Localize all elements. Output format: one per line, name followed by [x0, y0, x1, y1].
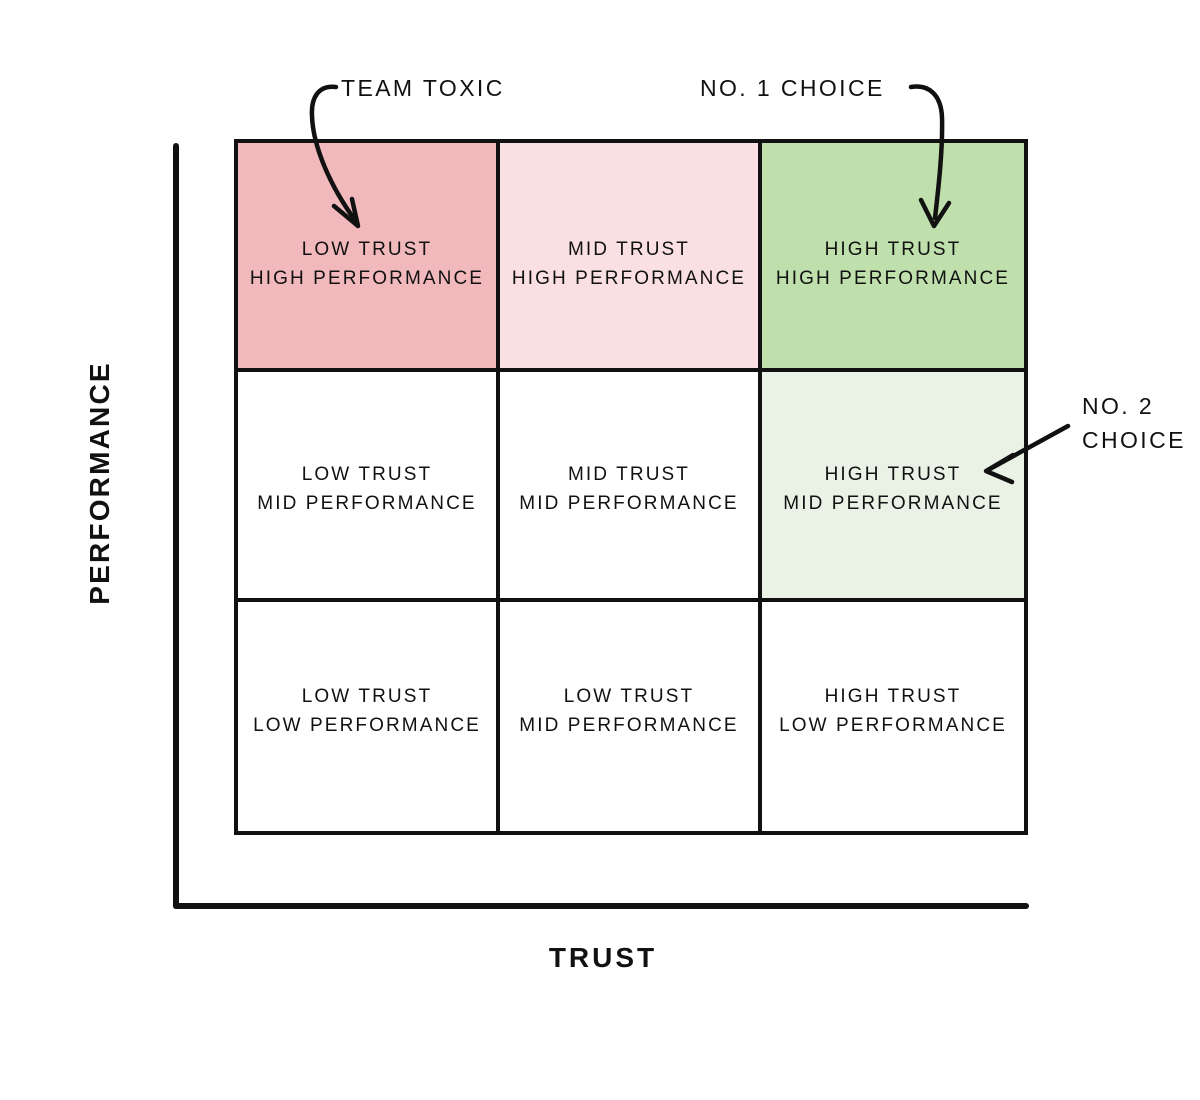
callout-no-2-choice-line-1: NO. 2: [1082, 393, 1155, 419]
cell-label: LOW TRUST HIGH PERFORMANCE: [234, 235, 500, 293]
cell-label: MID TRUST HIGH PERFORMANCE: [496, 235, 762, 293]
cell-label-line-1: LOW TRUST: [301, 239, 433, 260]
x-axis-line: [173, 903, 1029, 909]
callout-no-2-choice: NO. 2 CHOICE: [1082, 389, 1200, 457]
cell-label-line-2: MID PERFORMANCE: [519, 493, 739, 515]
cell-label: LOW TRUST LOW PERFORMANCE: [234, 682, 500, 740]
cell-label: MID TRUST MID PERFORMANCE: [496, 460, 762, 518]
cell-label-line-2: MID PERFORMANCE: [257, 493, 477, 515]
cell-label-line-2: MID PERFORMANCE: [519, 714, 739, 736]
cell-low-trust-low-performance[interactable]: LOW TRUST LOW PERFORMANCE: [238, 601, 500, 831]
cell-low-trust-mid-performance[interactable]: LOW TRUST MID PERFORMANCE: [238, 372, 500, 602]
cell-label-line-1: HIGH TRUST: [824, 239, 962, 260]
x-axis-label: TRUST: [548, 942, 658, 973]
cell-label-line-1: MID TRUST: [568, 464, 690, 486]
cell-label-line-1: LOW TRUST: [301, 464, 433, 486]
cell-label-line-1: HIGH TRUST: [824, 464, 962, 486]
cell-label-line-1: MID TRUST: [568, 239, 690, 260]
cell-label-line-2: HIGH PERFORMANCE: [511, 268, 747, 289]
cell-label: HIGH TRUST LOW PERFORMANCE: [758, 682, 1028, 740]
callout-no-1-choice: NO. 1 CHOICE: [700, 75, 885, 101]
cell-label-line-2: HIGH PERFORMANCE: [775, 268, 1011, 289]
cell-high-trust-mid-performance[interactable]: HIGH TRUST MID PERFORMANCE: [762, 372, 1024, 602]
cell-low-trust-high-performance[interactable]: LOW TRUST HIGH PERFORMANCE: [238, 143, 500, 373]
cell-label-line-2: LOW PERFORMANCE: [253, 714, 481, 736]
cell-label-line-2: LOW PERFORMANCE: [779, 714, 1007, 736]
cell-label-line-1: LOW TRUST: [563, 685, 695, 707]
callout-no-2-choice-line-2: CHOICE: [1082, 427, 1186, 453]
cell-high-trust-low-performance[interactable]: HIGH TRUST LOW PERFORMANCE: [762, 601, 1024, 831]
cell-label: LOW TRUST MID PERFORMANCE: [496, 682, 762, 740]
cell-label-line-1: HIGH TRUST: [824, 685, 962, 707]
cell-label: HIGH TRUST MID PERFORMANCE: [758, 460, 1028, 518]
cell-label-line-2: MID PERFORMANCE: [783, 493, 1003, 515]
callout-team-toxic: TEAM TOXIC: [341, 75, 505, 101]
cell-label-line-2: HIGH PERFORMANCE: [249, 268, 485, 289]
cell-low-trust-mid-performance-bottom[interactable]: LOW TRUST MID PERFORMANCE: [500, 601, 762, 831]
cell-label: HIGH TRUST HIGH PERFORMANCE: [758, 235, 1028, 293]
cell-label-line-1: LOW TRUST: [301, 685, 433, 707]
y-axis-label: PERFORMANCE: [84, 361, 115, 605]
trust-performance-matrix: LOW TRUST HIGH PERFORMANCE MID TRUST HIG…: [234, 139, 1028, 835]
cell-high-trust-high-performance[interactable]: HIGH TRUST HIGH PERFORMANCE: [762, 143, 1024, 373]
cell-mid-trust-high-performance[interactable]: MID TRUST HIGH PERFORMANCE: [500, 143, 762, 373]
y-axis-line: [173, 143, 179, 909]
cell-mid-trust-mid-performance[interactable]: MID TRUST MID PERFORMANCE: [500, 372, 762, 602]
cell-label: LOW TRUST MID PERFORMANCE: [234, 460, 500, 518]
